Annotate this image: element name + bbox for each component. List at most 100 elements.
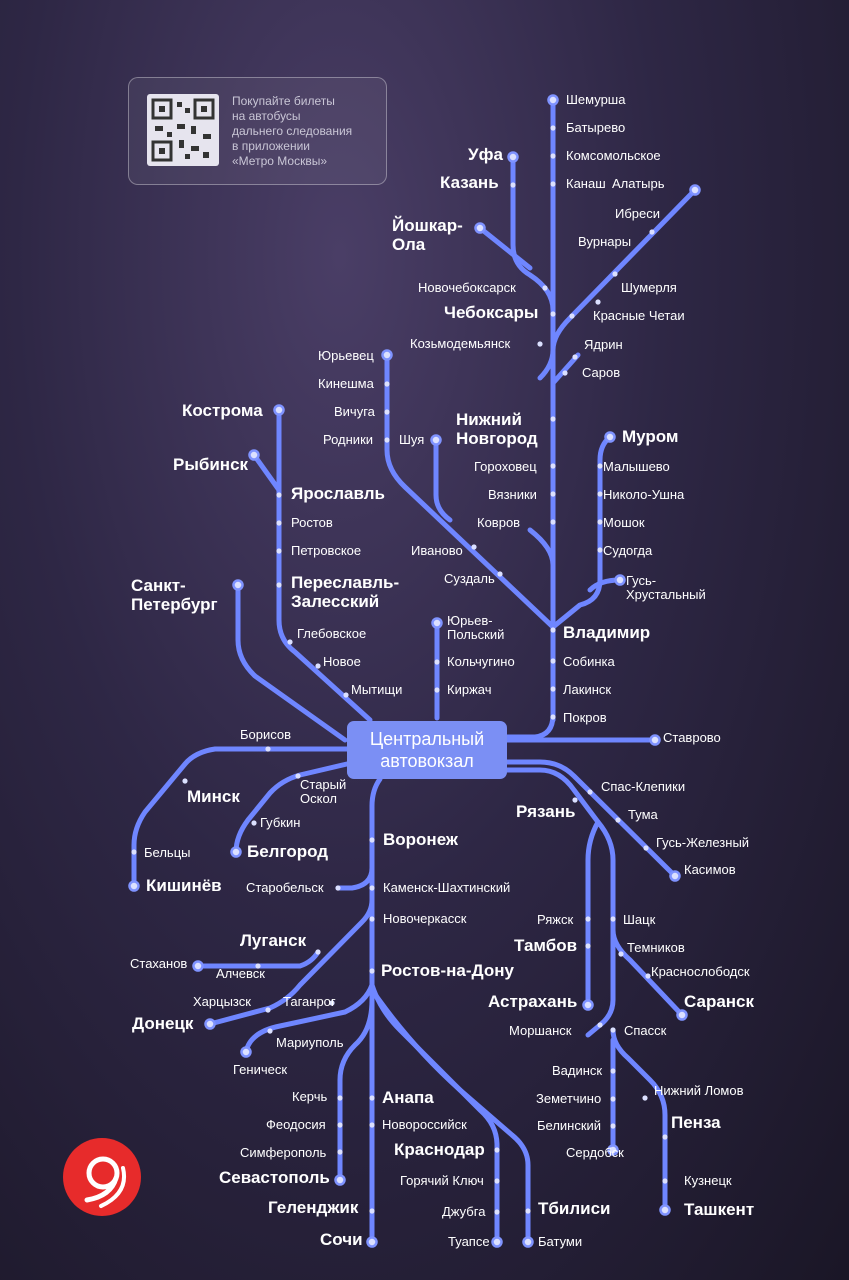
stop-dot-petrovskoe[interactable] (276, 548, 282, 554)
stop-dot-anapa[interactable] (369, 1095, 375, 1101)
stop-dot-gus-zhelezny[interactable] (643, 845, 649, 851)
station-alchevsk[interactable]: Алчевск (216, 966, 265, 981)
station-sarov[interactable]: Саров (582, 365, 621, 380)
station-kanash[interactable]: Канаш (566, 176, 606, 191)
station-sochi[interactable]: Сочи (320, 1230, 363, 1249)
stop-dot-rybinsk[interactable] (248, 449, 260, 461)
station-ryazhsk[interactable]: Ряжск (537, 912, 574, 927)
station-rostov-don[interactable]: Ростов-на-Дону (381, 961, 514, 980)
station-belgorod[interactable]: Белгород (247, 842, 329, 861)
station-krasnodar[interactable]: Краснодар (394, 1140, 485, 1159)
stop-dot-novocheboksarsk[interactable] (542, 285, 548, 291)
station-kasimov[interactable]: Касимов (684, 862, 736, 877)
station-serdobsk[interactable]: Сердобск (566, 1145, 624, 1160)
station-gelendzhik[interactable]: Геленджик (268, 1198, 359, 1217)
stop-dot-starobelsk[interactable] (335, 885, 341, 891)
station-anapa[interactable]: Анапа (382, 1088, 434, 1107)
stop-dot-saransk[interactable] (676, 1009, 688, 1021)
station-rostov[interactable]: Ростов (291, 515, 333, 530)
station-khartsyzsk[interactable]: Харцызск (193, 994, 251, 1009)
stop-dot-rodniki[interactable] (384, 437, 390, 443)
stop-dot-astrakhan[interactable] (582, 999, 594, 1011)
stop-dot-sarov[interactable] (562, 370, 568, 376)
stop-dot-nikolo-ushna[interactable] (597, 491, 603, 497)
stop-dot-beltsy[interactable] (131, 849, 137, 855)
stop-dot-tuapse[interactable] (491, 1236, 503, 1248)
stop-dot-alatyr[interactable] (689, 184, 701, 196)
stop-dot-lakinsk[interactable] (550, 686, 556, 692)
stop-dot-borisov[interactable] (265, 746, 271, 752)
stop-dot-ibresi[interactable] (649, 229, 655, 235)
station-kozmodemyansk[interactable]: Козьмодемьянск (410, 336, 511, 351)
station-stavrovo[interactable]: Ставрово (663, 730, 721, 745)
station-komsomolskoe[interactable]: Комсомольское (566, 148, 661, 163)
stop-dot-krasnodar[interactable] (494, 1147, 500, 1153)
stop-dot-stakhanov[interactable] (192, 960, 204, 972)
station-vadinsk[interactable]: Вадинск (552, 1063, 603, 1078)
stop-dot-rostov[interactable] (276, 520, 282, 526)
stop-dot-gubkin[interactable] (251, 820, 257, 826)
station-yadrin[interactable]: Ядрин (584, 337, 623, 352)
stop-dot-moshok[interactable] (597, 519, 603, 525)
stop-dot-komsomolskoe[interactable] (550, 153, 556, 159)
station-novocheboksarsk[interactable]: Новочебоксарск (418, 280, 516, 295)
station-glebovskoe[interactable]: Глебовское (297, 626, 367, 641)
stop-dot-sudogda[interactable] (597, 547, 603, 553)
station-gubkin[interactable]: Губкин (260, 815, 301, 830)
central-bus-station-hub[interactable]: Центральный автовокзал (347, 721, 507, 779)
stop-dot-morshansk[interactable] (597, 1022, 603, 1028)
station-lakinsk[interactable]: Лакинск (563, 682, 612, 697)
station-feodosiya[interactable]: Феодосия (266, 1117, 326, 1132)
stop-dot-spas-klepiki[interactable] (587, 789, 593, 795)
stop-dot-shatsk[interactable] (610, 916, 616, 922)
station-novorossiysk[interactable]: Новороссийск (382, 1117, 467, 1132)
qr-promo-box[interactable]: Покупайте билеты на автобусы дальнего сл… (128, 77, 387, 185)
station-zemetchino[interactable]: Земетчино (536, 1091, 602, 1106)
stop-dot-gus-khrustalny[interactable] (614, 574, 626, 586)
stop-dot-sochi[interactable] (366, 1236, 378, 1248)
stop-dot-kirzhach[interactable] (434, 687, 440, 693)
stop-dot-donetsk[interactable] (204, 1018, 216, 1030)
station-shatsk[interactable]: Шацк (623, 912, 656, 927)
station-mariupol[interactable]: Мариуполь (276, 1035, 344, 1050)
stop-dot-kamensk[interactable] (369, 885, 375, 891)
stop-dot-pereslavl[interactable] (276, 582, 282, 588)
station-mytishchi[interactable]: Мытищи (351, 682, 403, 697)
stop-dot-genichesk[interactable] (240, 1046, 252, 1058)
stop-dot-yoshkar-ola[interactable] (474, 222, 486, 234)
station-sevastopol[interactable]: Севастополь (219, 1168, 330, 1187)
stop-dot-novorossiysk[interactable] (369, 1122, 375, 1128)
stop-dot-shemursha[interactable] (547, 94, 559, 106)
station-dzhubga[interactable]: Джубга (442, 1204, 486, 1219)
stop-dot-simferopol[interactable] (337, 1149, 343, 1155)
station-cheboksary[interactable]: Чебоксары (444, 303, 539, 322)
stop-dot-vichuga[interactable] (384, 409, 390, 415)
station-tbilisi[interactable]: Тбилиси (538, 1199, 611, 1218)
stop-dot-tbilisi[interactable] (525, 1208, 531, 1214)
stop-dot-pokrov[interactable] (550, 714, 556, 720)
station-ivanovo[interactable]: Иваново (411, 543, 463, 558)
station-kerch[interactable]: Керчь (292, 1089, 328, 1104)
station-nikolo-ushna[interactable]: Николо-Ушна (603, 487, 685, 502)
stop-dot-belgorod[interactable] (230, 846, 242, 858)
station-tuma[interactable]: Тума (628, 807, 658, 822)
stop-dot-yaroslavl[interactable] (276, 492, 282, 498)
stop-dot-goryachy-klyuch[interactable] (494, 1178, 500, 1184)
stop-dot-sevastopol[interactable] (334, 1174, 346, 1186)
stop-dot-kanash[interactable] (550, 181, 556, 187)
stop-dot-novocherkassk[interactable] (369, 916, 375, 922)
stop-dot-khartsyzsk[interactable] (265, 1007, 271, 1013)
stop-dot-yurievets[interactable] (381, 349, 393, 361)
stop-dot-dzhubga[interactable] (494, 1209, 500, 1215)
stop-dot-kovrov[interactable] (550, 519, 556, 525)
station-borisov[interactable]: Борисов (240, 727, 292, 742)
station-stary-oskol[interactable]: Старый Оскол (300, 777, 347, 807)
station-voronezh[interactable]: Воронеж (383, 830, 458, 849)
station-lugansk[interactable]: Луганск (240, 931, 307, 950)
stop-dot-penza[interactable] (662, 1134, 668, 1140)
stop-dot-kasimov[interactable] (669, 870, 681, 882)
station-spassk[interactable]: Спасск (624, 1023, 667, 1038)
qr-code-icon[interactable] (147, 94, 219, 166)
stop-dot-lugansk[interactable] (315, 949, 321, 955)
station-rybinsk[interactable]: Рыбинск (173, 455, 249, 474)
